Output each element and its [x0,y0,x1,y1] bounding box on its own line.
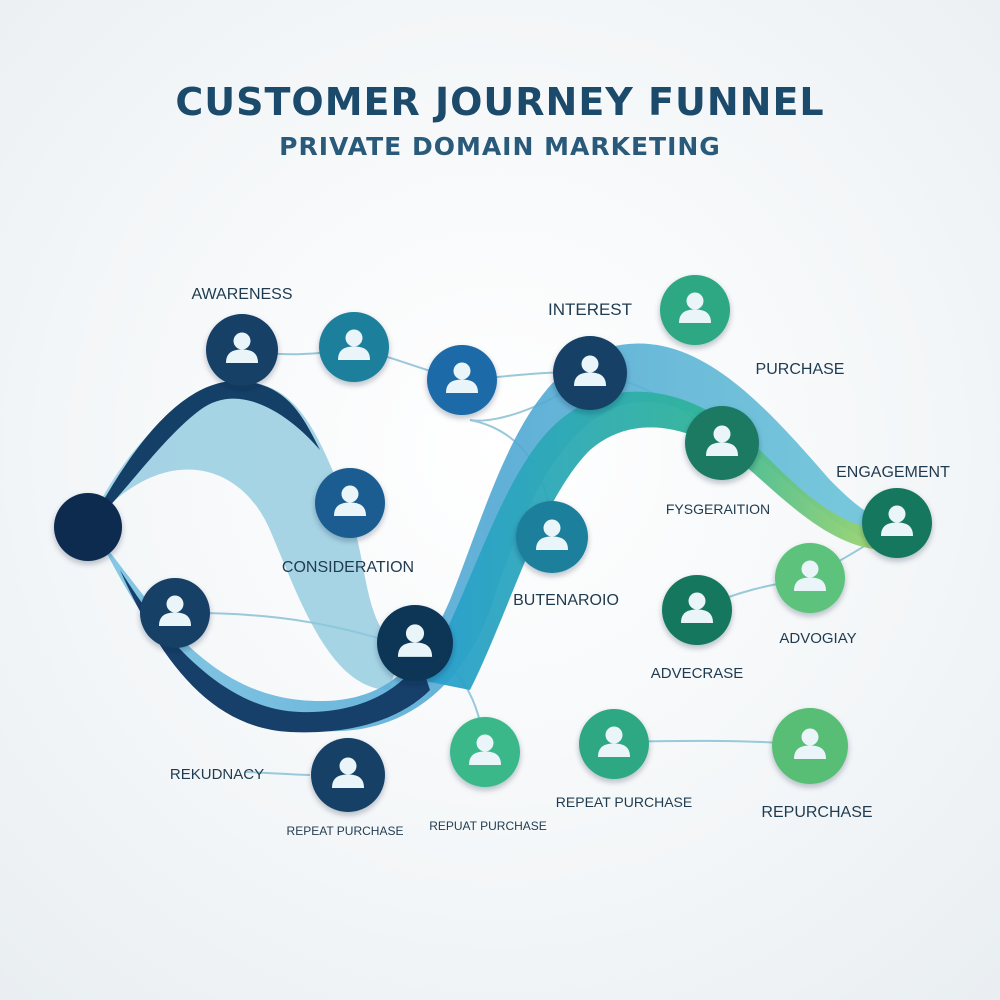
start-node [54,493,122,561]
node-consideration [315,468,385,538]
page-subtitle: PRIVATE DOMAIN MARKETING [279,132,721,161]
label-consideration: CONSIDERATION [282,559,414,576]
journey-nodes [54,275,932,812]
node-interest-3 [660,275,730,345]
node-purchase [685,406,759,480]
label-advecrase: ADVECRASE [651,665,744,682]
label-repurchase: REPURCHASE [761,804,872,821]
label-engagement: ENGAGEMENT [836,464,950,481]
node-left-lower [140,578,210,648]
label-repeat-purchase-3: REPEAT PURCHASE [556,794,692,810]
node-engagement [862,488,932,558]
node-advogiay [775,543,845,613]
label-awareness: AWARENESS [191,286,292,303]
node-center-lower [377,605,453,681]
journey-bands [88,343,900,733]
label-fysgeraition: FYSGERAITION [666,501,770,517]
label-repeat-purchase-1: REPEAT PURCHASE [287,824,404,838]
node-advecrase [662,575,732,645]
node-redundancy [311,738,385,812]
label-advogiay: ADVOGIAY [779,630,856,647]
node-repeat-purchase-3 [579,709,649,779]
node-awareness [206,314,278,386]
node-repeat-purchase-2 [450,717,520,787]
label-interest: INTEREST [548,300,632,319]
label-butenaroio: BUTENAROIO [513,592,619,609]
node-butenaroio [516,501,588,573]
node-repurchase [772,708,848,784]
page-title: CUSTOMER JOURNEY FUNNEL [175,80,825,124]
stage-labels: AWARENESS INTEREST PURCHASE ENGAGEMENT C… [170,286,950,838]
label-redundancy: REKUDNACY [170,766,264,783]
node-interest-1 [427,345,497,415]
label-repeat-purchase-2: REPUAT PURCHASE [429,819,547,833]
node-awareness-2 [319,312,389,382]
label-purchase: PURCHASE [756,361,845,378]
node-interest-2 [553,336,627,410]
